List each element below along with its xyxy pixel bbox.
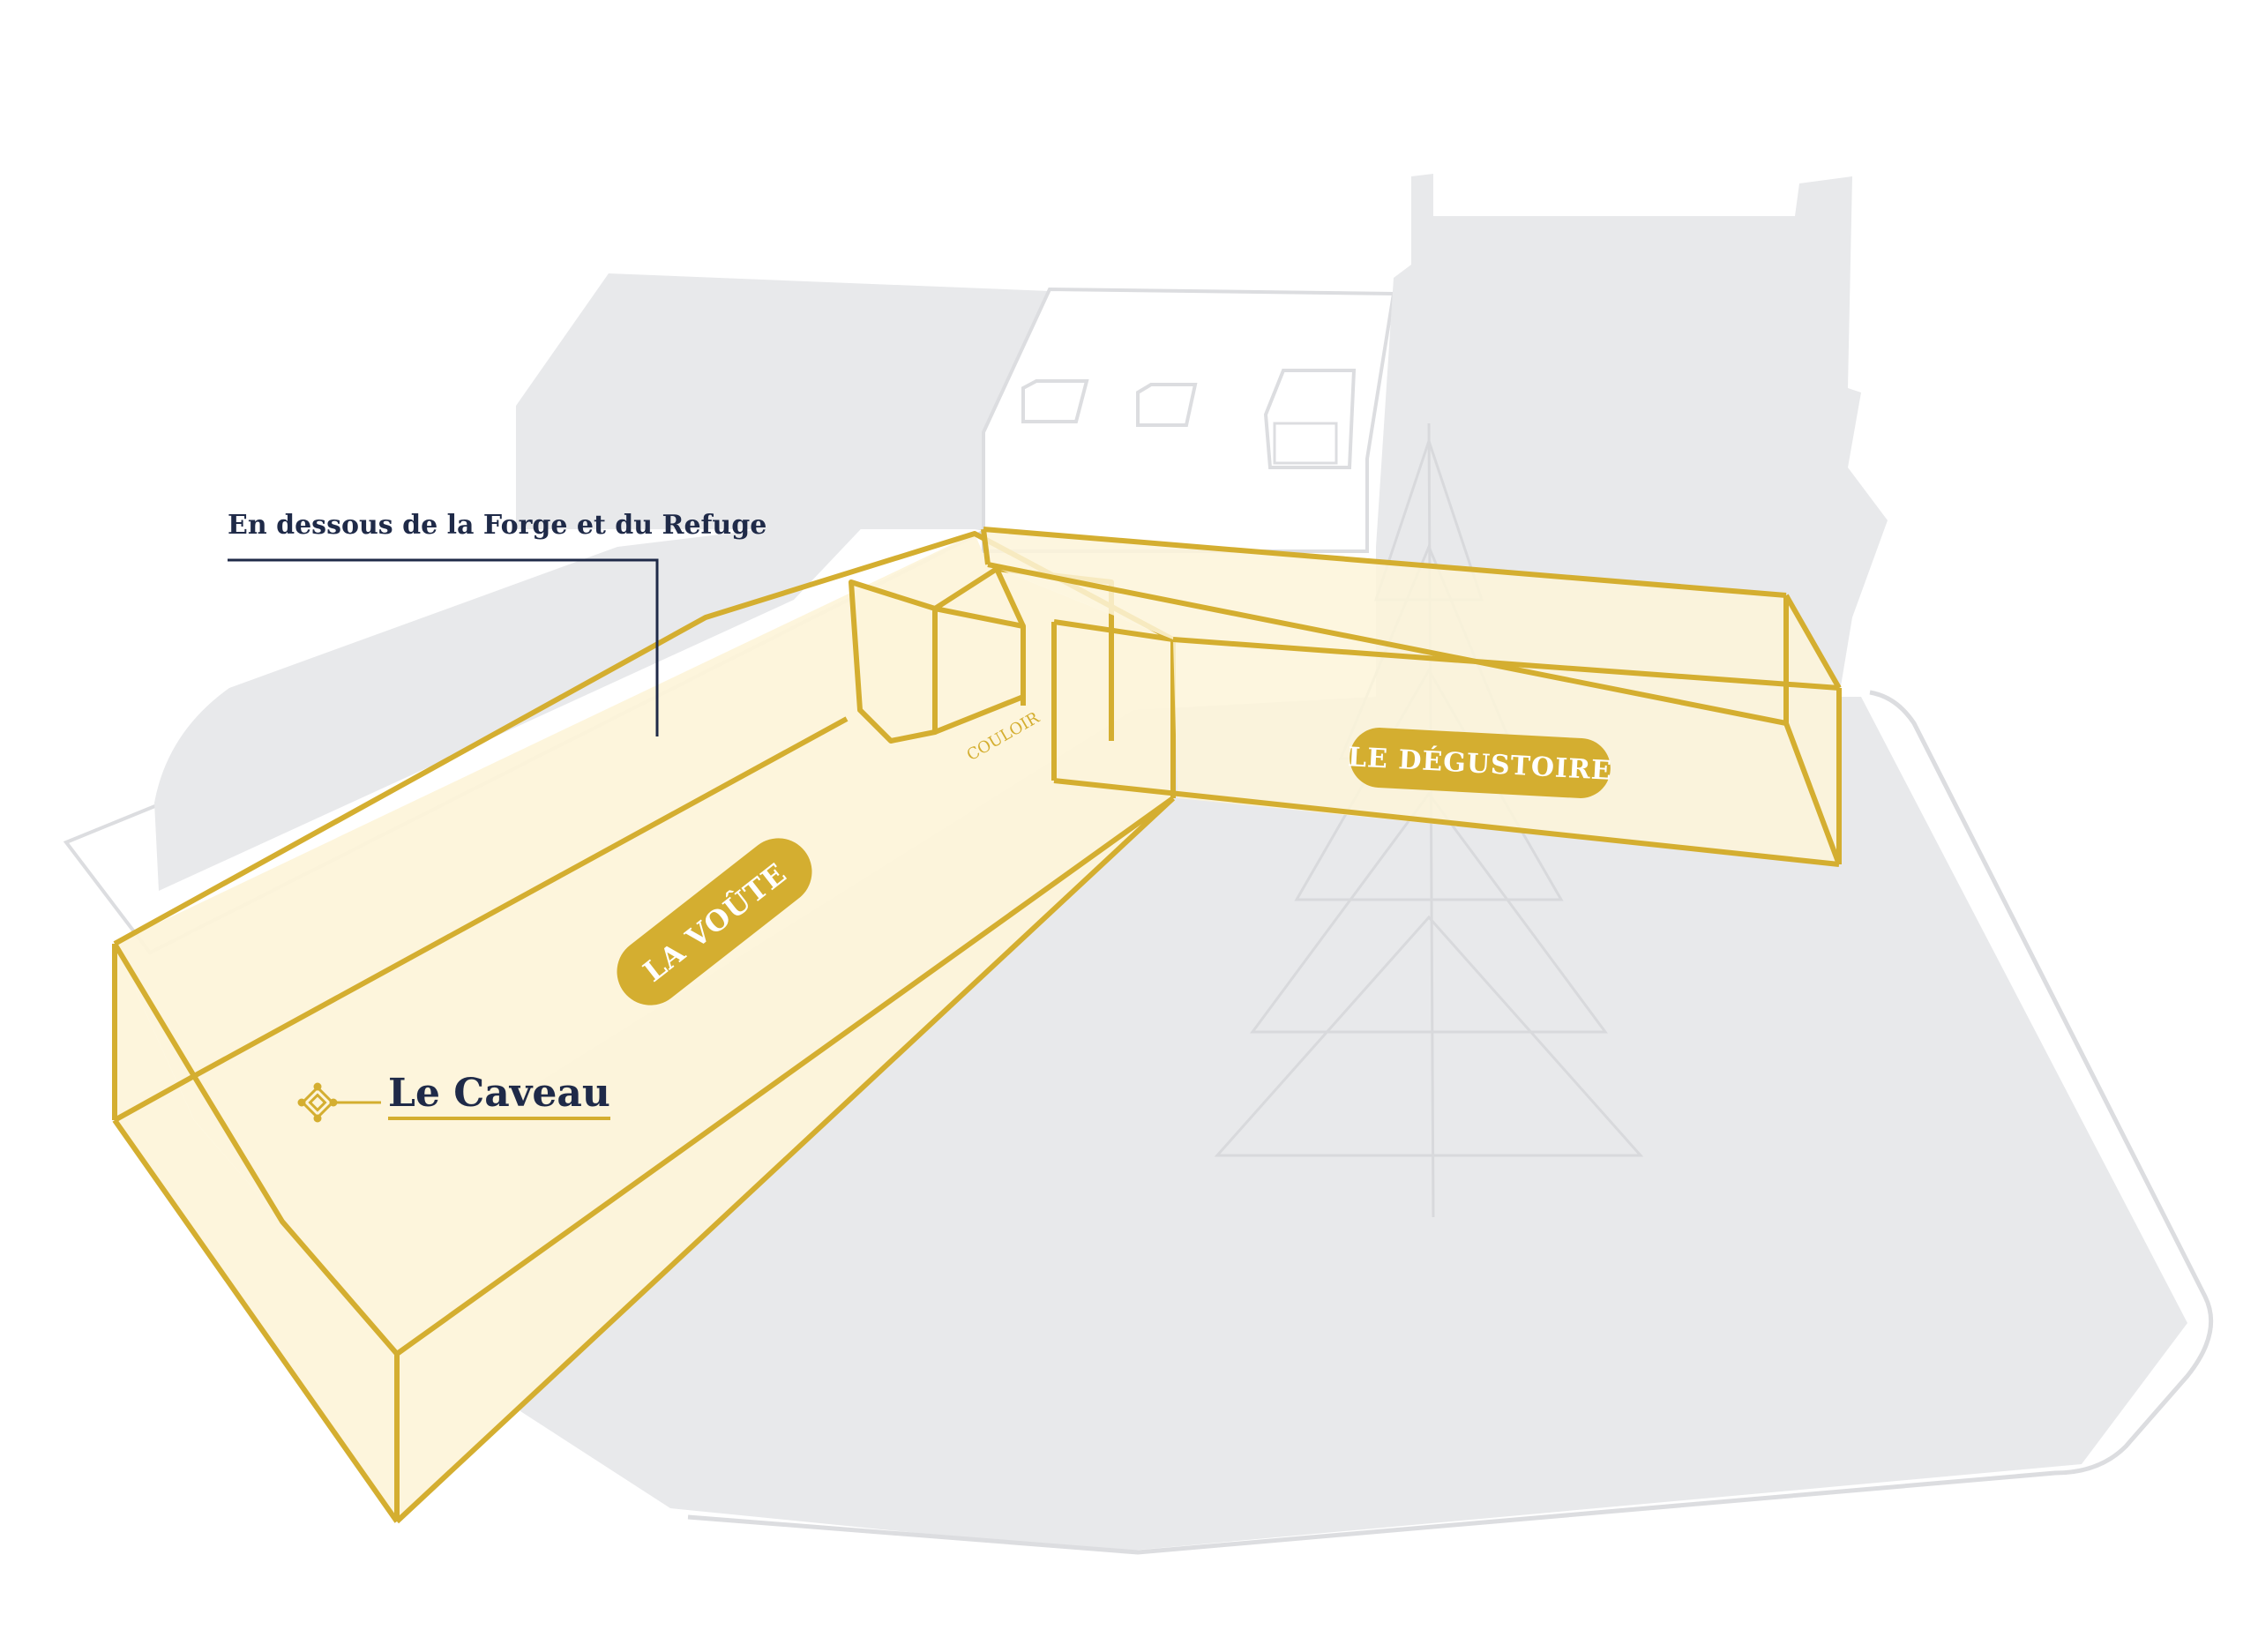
dormer-1 — [1021, 379, 1089, 423]
tall-building-right — [1376, 174, 1888, 697]
caption-leader-line — [228, 558, 659, 736]
legend-title: Le Caveau — [388, 1072, 610, 1121]
degustoire-volume — [981, 527, 1842, 867]
couloir-volume — [849, 566, 1176, 798]
courtyard-outline — [687, 690, 2214, 1555]
location-caption: En dessous de la Forge et du Refuge — [228, 510, 767, 541]
dormer-2 — [1136, 383, 1198, 427]
dormer-3-window — [1273, 422, 1338, 465]
knot-ornament-icon — [297, 1082, 381, 1123]
degustoire-label-pill: LE DÉGUSTOIRE — [1347, 728, 1613, 798]
left-wing-shadow — [154, 516, 873, 891]
dormer-3 — [1263, 369, 1357, 469]
back-building-left — [516, 273, 1050, 529]
